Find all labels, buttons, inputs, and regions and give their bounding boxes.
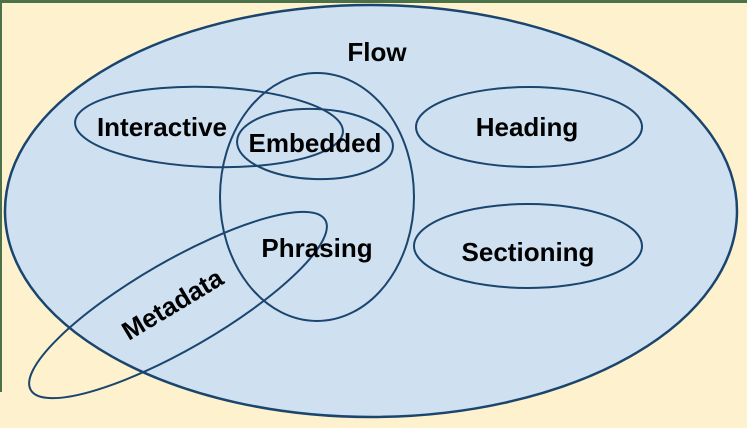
frame-border-top (0, 0, 747, 3)
sectioning-label: Sectioning (462, 237, 595, 267)
heading-label: Heading (476, 112, 579, 142)
metadata-set-ellipse (28, 210, 328, 400)
heading-set-ellipse (415, 86, 643, 168)
flow-label: Flow (347, 37, 407, 67)
flow-set-ellipse (3, 3, 739, 419)
interactive-set-ellipse (74, 85, 344, 169)
embedded-label: Embedded (249, 128, 382, 158)
phrasing-label: Phrasing (261, 233, 372, 263)
frame-border-left (0, 0, 2, 392)
phrasing-set-ellipse (219, 72, 415, 322)
sectioning-set-ellipse (413, 203, 643, 289)
embedded-set-ellipse (236, 107, 394, 181)
interactive-label: Interactive (97, 112, 227, 142)
